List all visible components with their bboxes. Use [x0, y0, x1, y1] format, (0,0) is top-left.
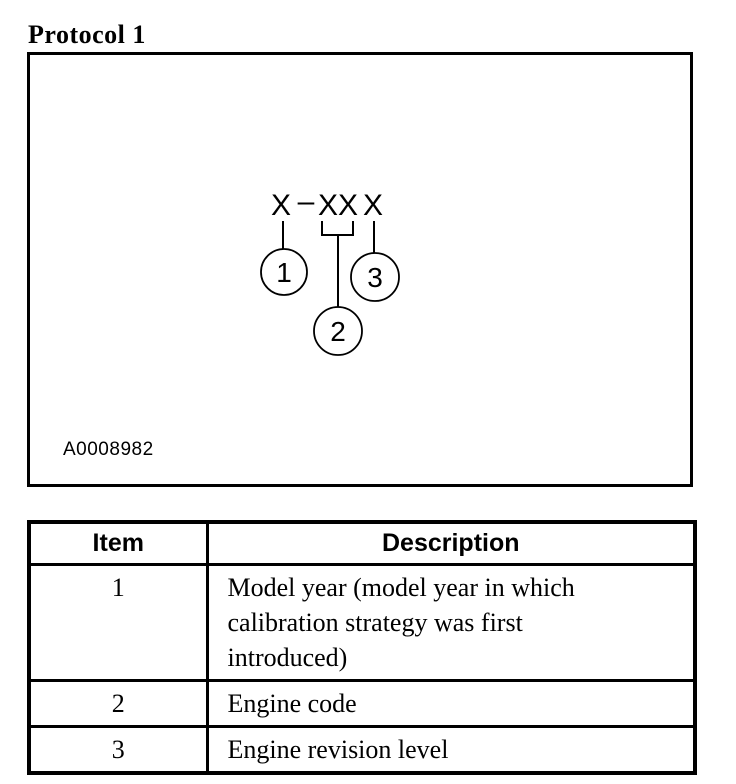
- callout-circle-3: [350, 252, 400, 302]
- callout-number-2: 2: [330, 316, 346, 347]
- callout-circle-1: [260, 248, 308, 296]
- pattern-chars-middle: XX: [318, 189, 358, 222]
- table-row-2: 2 Engine code: [27, 679, 697, 728]
- callout-circle-2: [313, 306, 363, 356]
- item-cell: 3: [27, 725, 209, 775]
- pattern-char-first: X: [271, 189, 291, 222]
- callout-bracket-2: [321, 221, 354, 236]
- figure-id-label: A0008982: [63, 439, 154, 460]
- pattern-char-last: X: [363, 189, 383, 222]
- table-header-item: Item: [27, 520, 209, 566]
- callout-number-3: 3: [367, 262, 383, 293]
- table-row-3: 3 Engine revision level: [27, 725, 697, 775]
- figure-box: X – XX X 1 2 3 A0008982: [27, 52, 693, 487]
- table-row-1: 1 Model year (model year in which calibr…: [27, 563, 697, 682]
- callout-number-1: 1: [276, 257, 292, 288]
- description-cell: Model year (model year in which calibrat…: [205, 563, 697, 682]
- item-cell: 1: [27, 563, 209, 682]
- description-cell: Engine revision level: [205, 725, 697, 775]
- item-cell: 2: [27, 679, 209, 728]
- table-header-row: Item Description: [27, 520, 697, 566]
- engine-code-diagram: X – XX X 1 2 3: [260, 185, 400, 356]
- table-header-description: Description: [205, 520, 697, 566]
- item-description-table: Item Description 1 Model year (model yea…: [27, 520, 697, 775]
- description-cell: Engine code: [205, 679, 697, 728]
- page-title: Protocol 1: [28, 20, 146, 49]
- pattern-dash: –: [298, 185, 315, 218]
